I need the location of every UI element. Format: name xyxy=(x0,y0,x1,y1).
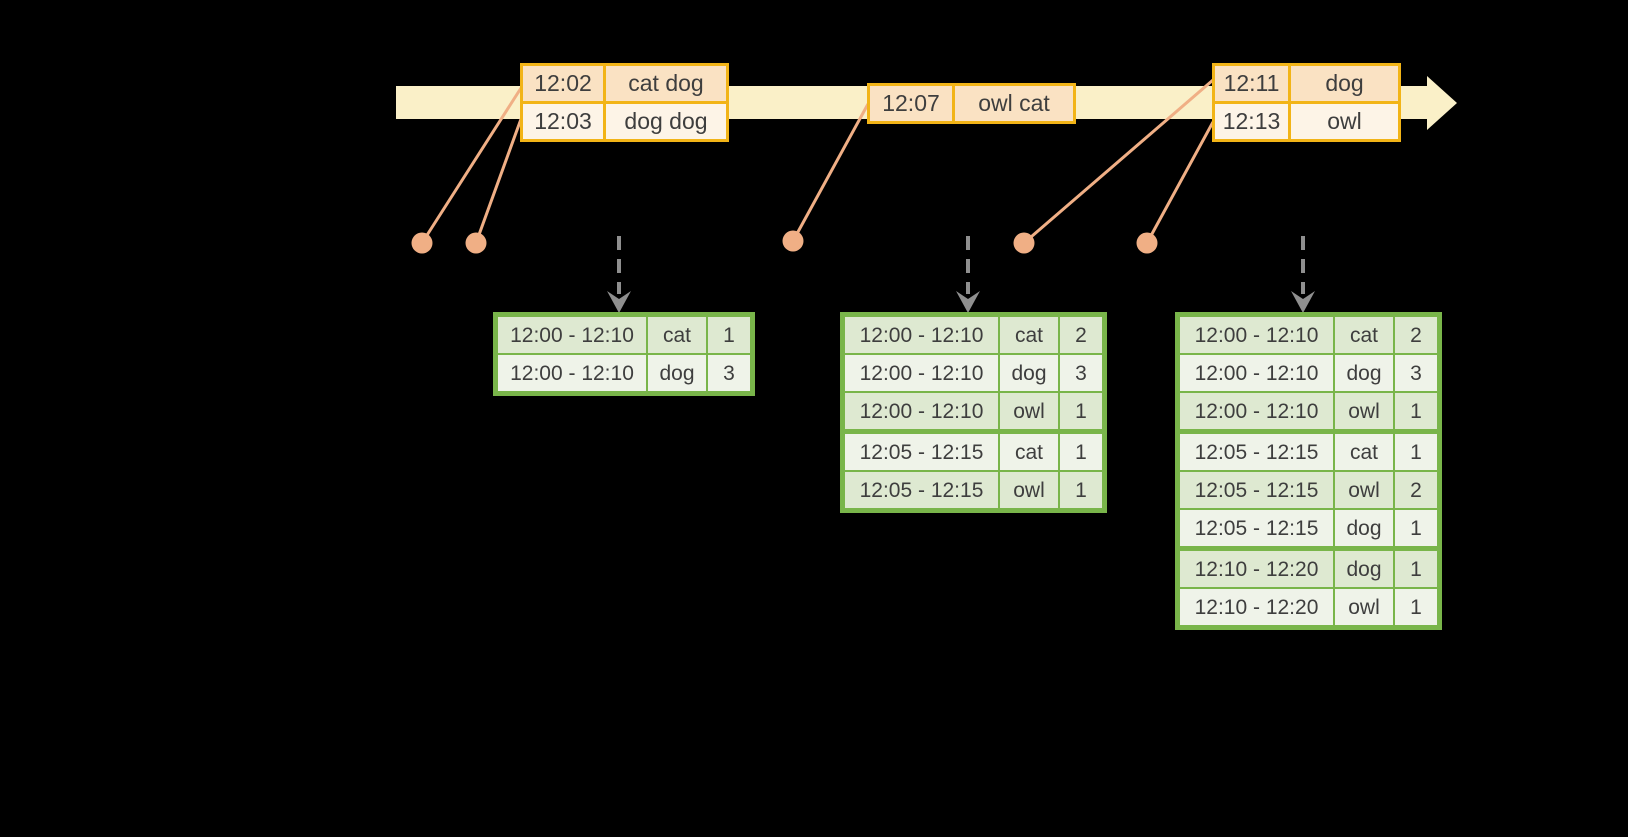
count-cell: 2 xyxy=(1395,472,1437,508)
table-row: 12:05 - 12:15 cat 1 xyxy=(845,434,1102,470)
event-words: cat dog xyxy=(606,66,726,101)
count-cell: 2 xyxy=(1060,317,1102,353)
count-cell: 1 xyxy=(1395,589,1437,625)
event-time: 12:13 xyxy=(1215,104,1288,139)
word-cell: owl xyxy=(1335,589,1393,625)
table-row: 12:10 - 12:20 dog 1 xyxy=(1180,551,1437,587)
event-time: 12:02 xyxy=(523,66,603,101)
result-table-2: 12:00 - 12:10 cat 2 12:00 - 12:10 dog 3 … xyxy=(840,312,1107,513)
word-cell: cat xyxy=(1335,317,1393,353)
word-cell: owl xyxy=(1000,472,1058,508)
connector-line xyxy=(791,103,870,242)
word-cell: cat xyxy=(1000,434,1058,470)
word-cell: dog xyxy=(1335,551,1393,587)
window-cell: 12:00 - 12:10 xyxy=(845,393,998,429)
window-cell: 12:10 - 12:20 xyxy=(1180,551,1333,587)
window-cell: 12:05 - 12:15 xyxy=(1180,472,1333,508)
window-cell: 12:00 - 12:10 xyxy=(845,355,998,391)
result-table-3: 12:00 - 12:10 cat 2 12:00 - 12:10 dog 3 … xyxy=(1175,312,1442,630)
event-row: 12:11 dog xyxy=(1215,66,1398,101)
event-row: 12:07 owl cat xyxy=(870,86,1073,121)
event-words: dog xyxy=(1291,66,1398,101)
result-table-1: 12:00 - 12:10 cat 1 12:00 - 12:10 dog 3 xyxy=(493,312,755,396)
window-cell: 12:00 - 12:10 xyxy=(498,355,646,391)
count-cell: 1 xyxy=(1395,434,1437,470)
count-cell: 1 xyxy=(1395,510,1437,546)
event-box-2: 12:07 owl cat xyxy=(867,83,1076,124)
count-cell: 1 xyxy=(1395,551,1437,587)
count-cell: 2 xyxy=(1395,317,1437,353)
window-cell: 12:05 - 12:15 xyxy=(1180,434,1333,470)
arrow-down-icon xyxy=(956,291,980,313)
count-cell: 1 xyxy=(1060,434,1102,470)
count-cell: 3 xyxy=(708,355,750,391)
event-box-1: 12:02 cat dog 12:03 dog dog xyxy=(520,63,729,142)
table-row: 12:05 - 12:15 cat 1 xyxy=(1180,434,1437,470)
window-cell: 12:00 - 12:10 xyxy=(1180,317,1333,353)
word-cell: dog xyxy=(1335,510,1393,546)
event-dot xyxy=(1013,232,1035,254)
event-words: owl cat xyxy=(955,86,1073,121)
table-row: 12:00 - 12:10 owl 1 xyxy=(1180,393,1437,429)
event-dot xyxy=(1136,232,1158,254)
window-cell: 12:00 - 12:10 xyxy=(498,317,646,353)
count-cell: 1 xyxy=(1060,472,1102,508)
table-row: 12:05 - 12:15 owl 2 xyxy=(1180,472,1437,508)
word-cell: dog xyxy=(1335,355,1393,391)
table-row: 12:00 - 12:10 owl 1 xyxy=(845,393,1102,429)
table-row: 12:00 - 12:10 cat 2 xyxy=(845,317,1102,353)
event-dot xyxy=(411,232,433,254)
table-row: 12:05 - 12:15 dog 1 xyxy=(1180,510,1437,546)
word-cell: owl xyxy=(1335,393,1393,429)
event-time: 12:03 xyxy=(523,104,603,139)
word-cell: owl xyxy=(1000,393,1058,429)
connector-line xyxy=(474,118,523,244)
window-cell: 12:05 - 12:15 xyxy=(845,472,998,508)
count-cell: 1 xyxy=(708,317,750,353)
event-words: owl xyxy=(1291,104,1398,139)
timeline-arrowhead-icon xyxy=(1427,76,1457,130)
event-row: 12:13 owl xyxy=(1215,104,1398,139)
event-dot xyxy=(465,232,487,254)
arrow-down-icon xyxy=(607,291,631,313)
event-row: 12:02 cat dog xyxy=(523,66,726,101)
table-row: 12:00 - 12:10 cat 2 xyxy=(1180,317,1437,353)
word-cell: cat xyxy=(1335,434,1393,470)
count-cell: 1 xyxy=(1060,393,1102,429)
word-cell: cat xyxy=(1000,317,1058,353)
table-row: 12:00 - 12:10 cat 1 xyxy=(498,317,750,353)
window-cell: 12:00 - 12:10 xyxy=(845,317,998,353)
table-row: 12:10 - 12:20 owl 1 xyxy=(1180,589,1437,625)
window-cell: 12:00 - 12:10 xyxy=(1180,355,1333,391)
word-cell: dog xyxy=(1000,355,1058,391)
event-time: 12:07 xyxy=(870,86,952,121)
count-cell: 3 xyxy=(1060,355,1102,391)
window-cell: 12:10 - 12:20 xyxy=(1180,589,1333,625)
word-cell: cat xyxy=(648,317,706,353)
window-cell: 12:05 - 12:15 xyxy=(1180,510,1333,546)
word-cell: owl xyxy=(1335,472,1393,508)
event-words: dog dog xyxy=(606,104,726,139)
word-cell: dog xyxy=(648,355,706,391)
event-row: 12:03 dog dog xyxy=(523,104,726,139)
connector-line xyxy=(1145,121,1215,244)
table-row: 12:05 - 12:15 owl 1 xyxy=(845,472,1102,508)
event-box-3: 12:11 dog 12:13 owl xyxy=(1212,63,1401,142)
event-dot xyxy=(782,230,804,252)
arrow-down-icon xyxy=(1291,291,1315,313)
event-time: 12:11 xyxy=(1215,66,1288,101)
window-cell: 12:05 - 12:15 xyxy=(845,434,998,470)
table-row: 12:00 - 12:10 dog 3 xyxy=(845,355,1102,391)
count-cell: 1 xyxy=(1395,393,1437,429)
window-cell: 12:00 - 12:10 xyxy=(1180,393,1333,429)
count-cell: 3 xyxy=(1395,355,1437,391)
table-row: 12:00 - 12:10 dog 3 xyxy=(498,355,750,391)
table-row: 12:00 - 12:10 dog 3 xyxy=(1180,355,1437,391)
